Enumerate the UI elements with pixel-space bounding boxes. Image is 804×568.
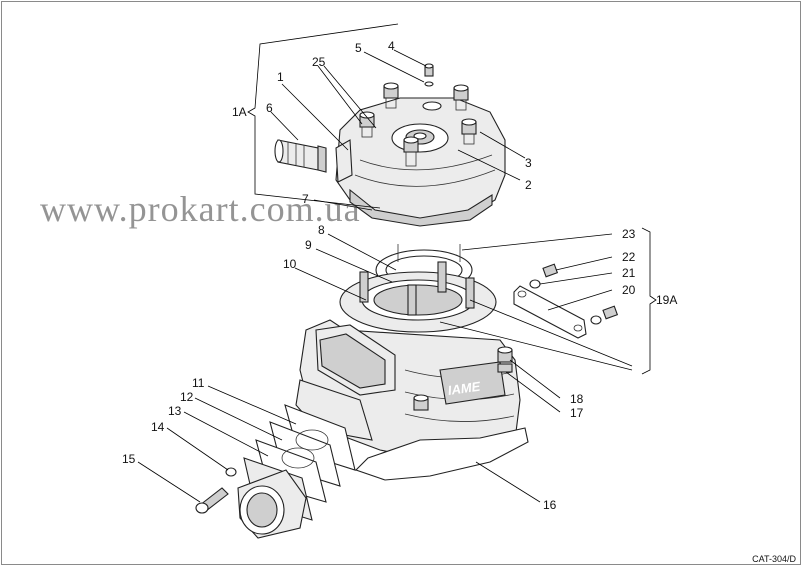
label-19a: 19A — [656, 293, 677, 307]
water-fitting — [274, 139, 327, 173]
base-gasket — [354, 427, 529, 481]
callout-labels: 1 2 3 4 5 6 7 8 9 10 11 12 13 14 15 16 1… — [122, 39, 677, 512]
cylinder-body: IAME — [295, 261, 521, 459]
intake-manifold — [195, 457, 313, 539]
label-25: 25 — [312, 55, 326, 69]
label-1a: 1A — [232, 105, 247, 119]
label-5: 5 — [355, 41, 362, 55]
cylinder-side-nuts — [413, 346, 513, 411]
watermark-text: www.prokart.com.ua — [40, 189, 361, 229]
leader-lines — [137, 49, 633, 503]
head-nuts — [359, 63, 477, 167]
label-15: 15 — [122, 452, 136, 466]
label-4: 4 — [388, 39, 395, 53]
label-16: 16 — [543, 498, 557, 512]
bracket-19a — [641, 227, 657, 375]
label-2: 2 — [525, 178, 532, 192]
bracket-1a — [247, 23, 399, 209]
label-8: 8 — [318, 223, 325, 237]
svg-text:IAME: IAME — [447, 379, 482, 398]
label-11: 11 — [192, 376, 205, 390]
label-10: 10 — [283, 257, 297, 271]
label-9: 9 — [305, 238, 312, 252]
label-7: 7 — [302, 192, 309, 206]
label-14: 14 — [151, 420, 165, 434]
exhaust-plate-kit — [513, 263, 619, 339]
catalog-reference: CAT-304/D — [752, 554, 796, 564]
label-6: 6 — [266, 101, 273, 115]
label-22: 22 — [622, 250, 636, 264]
label-18: 18 — [570, 392, 584, 406]
label-17: 17 — [570, 406, 584, 420]
label-13: 13 — [168, 404, 182, 418]
label-3: 3 — [525, 156, 532, 170]
label-20: 20 — [622, 283, 636, 297]
label-12: 12 — [180, 390, 194, 404]
label-1: 1 — [277, 70, 284, 84]
label-21: 21 — [622, 266, 636, 280]
label-23: 23 — [622, 227, 636, 241]
